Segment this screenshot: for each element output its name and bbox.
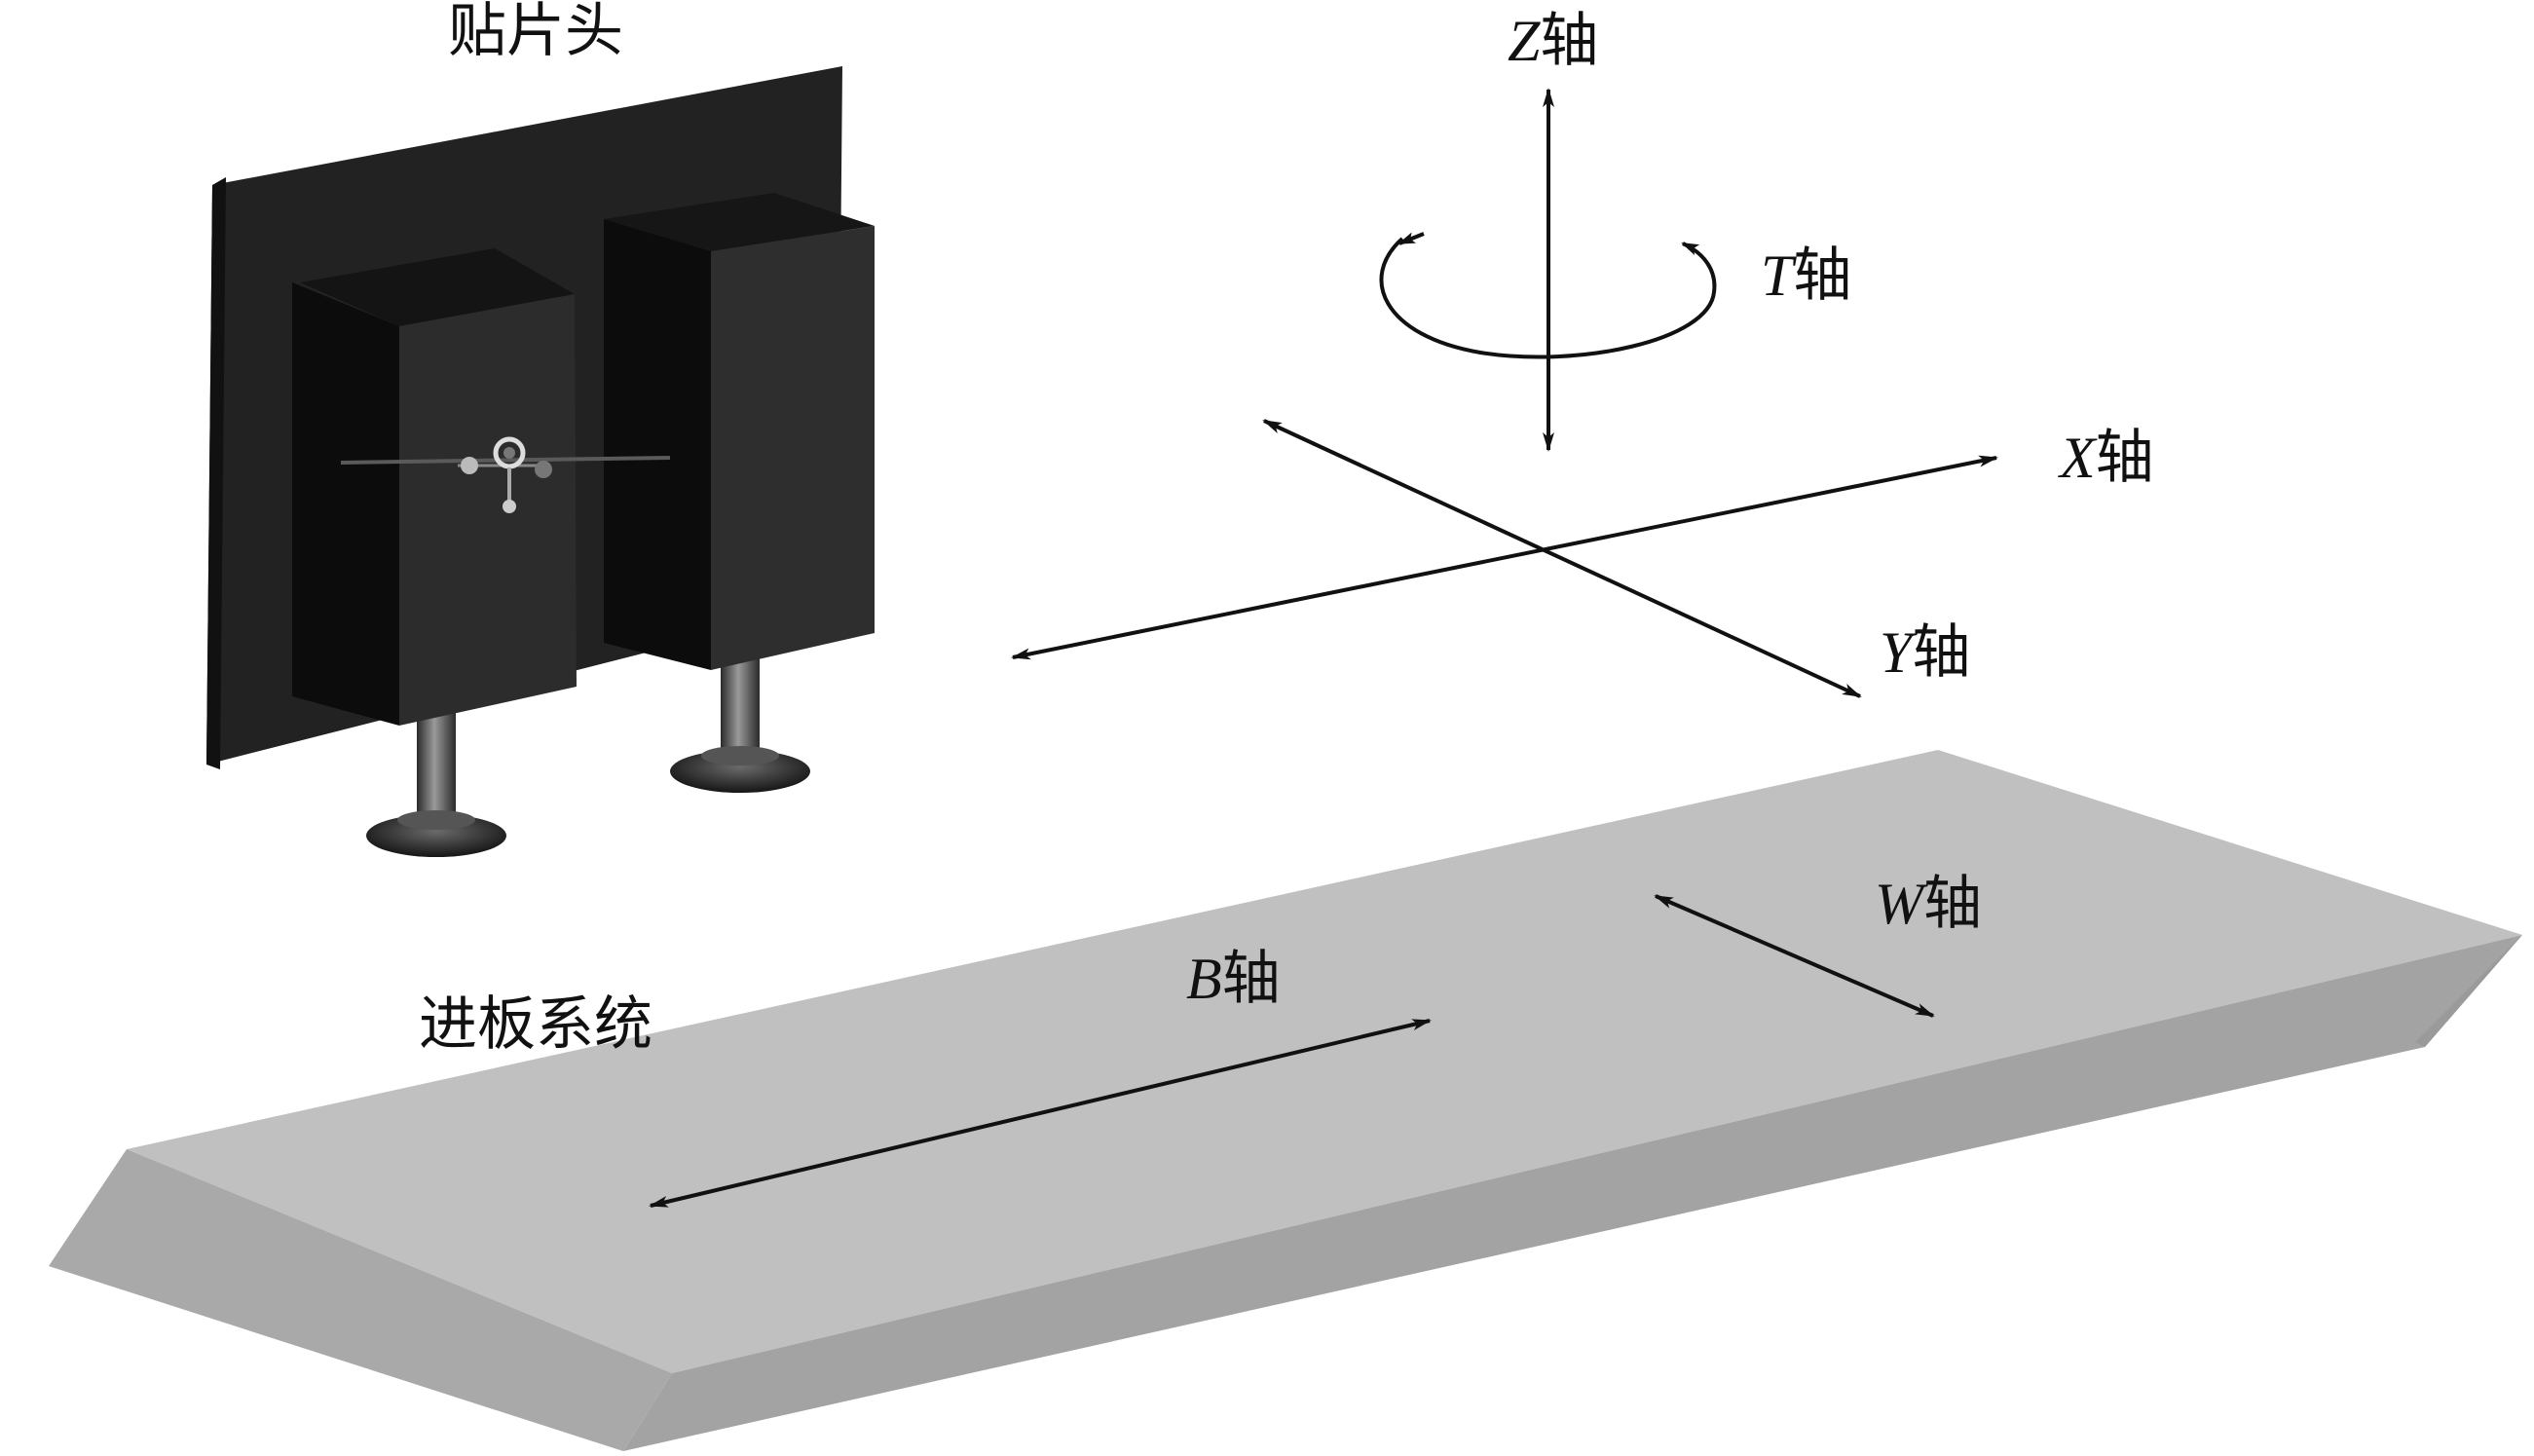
t-axis-left-head [1397, 232, 1425, 245]
x-axis-label: X轴 [2058, 424, 2154, 492]
head-camera-marker [340, 436, 671, 513]
head-label: 贴片头 [448, 0, 623, 65]
axis-arrows [649, 88, 1998, 1208]
head-back-plate-edge [206, 177, 226, 769]
w-axis-arrow [1654, 894, 1935, 1018]
placement-head [206, 66, 875, 857]
w-axis-label: W轴 [1875, 870, 1982, 938]
t-axis-rotation-arrow [1379, 237, 1717, 359]
board-system-label: 进板系统 [419, 990, 652, 1059]
x-axis-arrow [1011, 455, 1998, 660]
y-axis-label: Y轴 [1880, 618, 1970, 687]
left-nozzle-block [292, 248, 577, 726]
board-end-face [2415, 935, 2522, 1047]
b-axis-arrow [649, 1019, 1432, 1208]
t-axis-label: T轴 [1761, 242, 1851, 310]
right-post [670, 653, 810, 793]
board-bevel-face [623, 935, 2522, 1451]
z-axis-label: Z轴 [1508, 7, 1598, 75]
right-nozzle-block [604, 193, 875, 670]
board-front-face [49, 1149, 672, 1451]
y-axis-arrow [1262, 419, 1862, 698]
b-axis-label: B轴 [1186, 945, 1281, 1013]
